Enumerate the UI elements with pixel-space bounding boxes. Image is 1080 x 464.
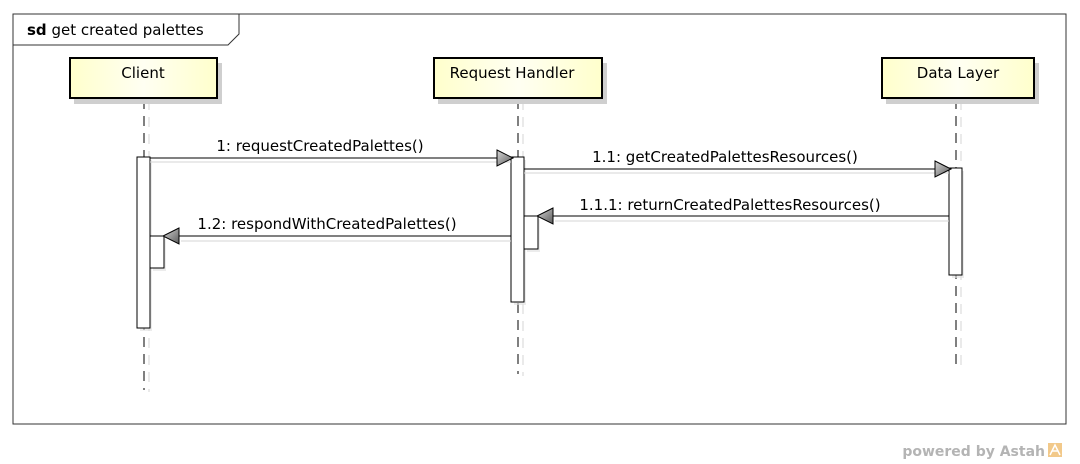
message-2-label: 1.1: getCreatedPalettesResources(): [592, 148, 858, 166]
message-2[interactable]: 1.1: getCreatedPalettesResources(): [524, 148, 953, 178]
frame-keyword: sd: [27, 21, 47, 39]
frame-label: sd get created palettes: [27, 21, 204, 39]
message-3-arrowhead: [535, 207, 554, 225]
message-1[interactable]: 1: requestCreatedPalettes(): [150, 137, 515, 167]
activation-handler-nested: [523, 215, 539, 250]
message-4[interactable]: 1.2: respondWithCreatedPalettes(): [161, 215, 511, 245]
message-1-label: 1: requestCreatedPalettes(): [216, 137, 423, 155]
activation-handler: [510, 156, 525, 303]
activation-client: [136, 156, 151, 329]
message-4-arrowhead: [161, 227, 180, 245]
astah-logo-icon: [1048, 443, 1062, 457]
message-3-label: 1.1.1: returnCreatedPalettesResources(): [579, 196, 880, 214]
frame-title: get created palettes: [51, 21, 203, 39]
lifeline-client[interactable]: Client: [69, 57, 222, 104]
lifeline-data[interactable]: Data Layer: [881, 57, 1039, 104]
lifeline-client-name: Client: [121, 64, 165, 82]
lifeline-handler-name: Request Handler: [450, 64, 576, 82]
message-1-arrowhead: [496, 149, 515, 167]
message-4-label: 1.2: respondWithCreatedPalettes(): [197, 215, 456, 233]
message-3[interactable]: 1.1.1: returnCreatedPalettesResources(): [535, 196, 949, 225]
activations: [136, 156, 964, 331]
activation-data: [948, 167, 963, 276]
lifeline-handler[interactable]: Request Handler: [433, 57, 607, 104]
footer: powered by Astah: [902, 443, 1062, 460]
lifeline-data-name: Data Layer: [917, 64, 1000, 82]
activation-client-nested: [149, 235, 165, 269]
message-2-arrowhead: [934, 160, 953, 178]
footer-text: powered by Astah: [902, 444, 1045, 460]
